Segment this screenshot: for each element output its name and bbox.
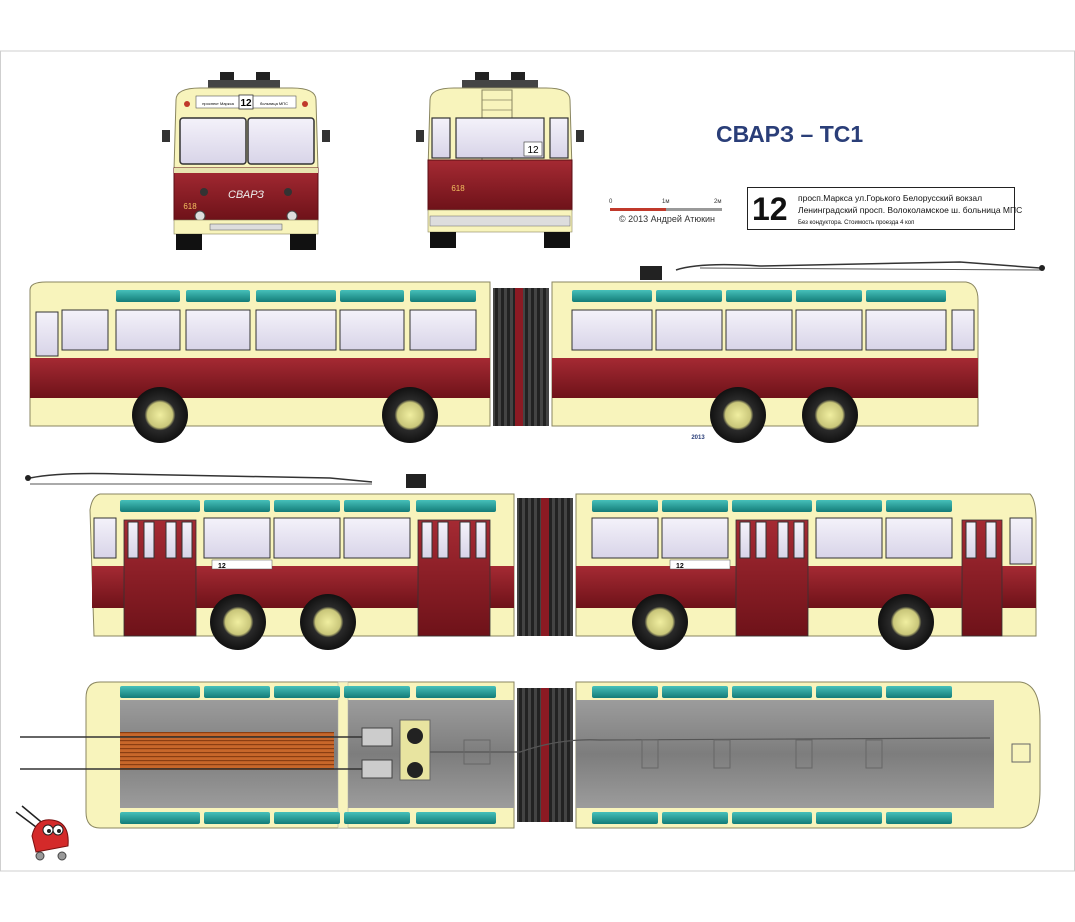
front-sign-right: больница МПС bbox=[260, 101, 288, 106]
route-sign-number: 12 bbox=[752, 191, 788, 227]
year-badge: 2013 bbox=[691, 435, 705, 441]
top-view bbox=[20, 681, 1041, 829]
side-plate-number-rear: 12 bbox=[676, 563, 684, 570]
scale-bar: 0 1м 2м bbox=[606, 199, 726, 229]
copyright-text: © 2013 Андрей Атюкин bbox=[619, 214, 716, 224]
side-view-left: 12 12 bbox=[25, 472, 1037, 650]
mascot-logo bbox=[15, 805, 69, 861]
front-badge: СВАРЗ bbox=[228, 189, 264, 201]
rear-view: 12 618 bbox=[416, 72, 584, 248]
scale-mark-1: 1м bbox=[662, 199, 670, 205]
route-sign-line-1: просп.Маркса ул.Горького Белорусский вок… bbox=[798, 193, 983, 203]
rear-fleet-number: 618 bbox=[451, 184, 465, 193]
side-view-right bbox=[29, 261, 1045, 443]
front-fleet-number: 618 bbox=[183, 202, 197, 211]
front-route-number: 12 bbox=[240, 98, 252, 109]
route-sign-line-2: Ленинградский просп. Волоколамское ш. бо… bbox=[798, 205, 1023, 215]
front-sign-left: проспект Маркса bbox=[202, 101, 234, 106]
side-plate-number-front: 12 bbox=[218, 563, 226, 570]
scale-segment-1 bbox=[610, 208, 666, 211]
scale-segment-2 bbox=[666, 208, 722, 211]
page-title: СВАРЗ – ТС1 bbox=[716, 121, 864, 147]
scale-mark-0: 0 bbox=[609, 199, 613, 205]
front-view: 12 проспект Маркса больница МПС СВАРЗ 61… bbox=[162, 72, 330, 250]
route-sign: 12 просп.Маркса ул.Горького Белорусский … bbox=[747, 187, 1022, 230]
scale-mark-2: 2м bbox=[714, 199, 722, 205]
route-sign-line-3: Без кондуктора. Стоимость проезда 4 коп bbox=[798, 220, 915, 226]
rear-route-number: 12 bbox=[527, 145, 539, 156]
